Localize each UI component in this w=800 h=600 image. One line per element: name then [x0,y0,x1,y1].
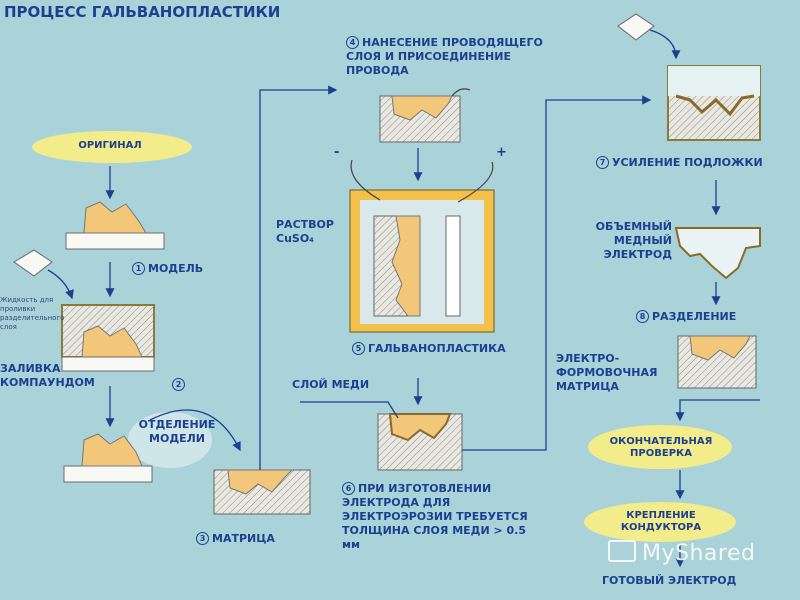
model-shape-3 [81,433,143,467]
label-fixture: КРЕПЛЕНИЕ КОНДУКТОРА [620,510,702,533]
model-shape-1 [83,201,147,234]
minus-sign: - [334,145,340,160]
label-original: ОРИГИНАЛ [78,140,142,151]
page-title: ПРОЦЕСС ГАЛЬВАНОПЛАСТИКИ [4,3,281,21]
presentation-icon [608,540,636,562]
galvano-copper [391,215,421,317]
line-matrix-up [259,85,338,470]
pill-final-check [588,425,732,469]
watermark: MyShared [608,540,755,566]
side-note: Жидкость для проливки разделительного сл… [0,296,65,331]
base-plate-3 [63,465,153,483]
pill-separation [128,412,212,468]
arrow-separation-matrix [149,409,241,452]
base-plate-1 [65,232,165,250]
conductive-cavity [391,95,453,121]
line-eform-check [675,399,760,422]
pill-fixture [584,502,736,542]
base-plate-2 [61,356,155,372]
line-copper-up [462,95,652,451]
volume-electrode [674,227,761,280]
step-number: 1 [132,262,145,275]
line-copper-label [300,401,399,419]
label-compound: ЗАЛИВКА КОМПАУНДОМ [0,362,95,389]
reinforce-copper [675,94,755,117]
label-eform-matrix: ЭЛЕКТРО-ФОРМОВОЧНАЯ МАТРИЦА [556,352,658,393]
wire-1 [451,88,471,97]
arrow-funnel-compound [47,269,74,300]
eform-cavity [689,335,751,361]
reinforce-top [668,66,760,96]
label-volume-electrode: ОБЪЕМНЫЙ МЕДНЫЙ ЭЛЕКТРОД [595,220,672,261]
copper-cavity [388,413,452,442]
model-shape-2 [81,325,143,358]
pill-original [32,131,192,163]
wire-2 [350,159,381,201]
label-separation: ОТДЕЛЕНИЕ МОДЕЛИ [138,418,216,445]
step-number-2: 2 [172,378,188,392]
label-solution: РАСТВОР CuSO₄ [276,218,334,245]
funnel-icon-left [13,249,53,277]
wire-3 [457,161,494,203]
label-copper-layer: СЛОЙ МЕДИ [292,378,370,391]
label-ready: ГОТОВЫЙ ЭЛЕКТРОД [602,574,737,587]
matrix-cavity [227,469,294,495]
label-final-check: ОКОНЧАТЕЛЬНАЯ ПРОВЕРКА [609,436,713,459]
plus-sign: + [496,145,507,160]
arrow-funnel-reinforce [649,29,681,60]
funnel-icon-right [617,13,655,41]
galvano-anode [445,215,461,317]
